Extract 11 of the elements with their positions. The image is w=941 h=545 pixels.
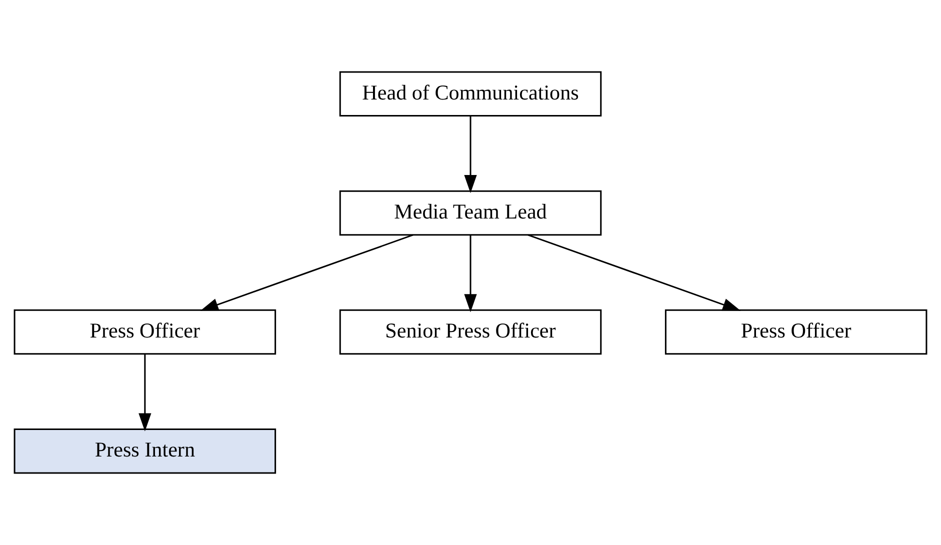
node-box: Press Intern	[14, 428, 276, 474]
node-box: Media Team Lead	[339, 190, 602, 236]
arrow	[464, 235, 477, 312]
arrow	[464, 116, 477, 194]
node-box: Press Officer	[664, 309, 928, 355]
arrow	[528, 234, 741, 311]
node-box: Press Officer	[14, 309, 276, 355]
node-box: Senior Press Officer	[339, 309, 602, 355]
node-box: Head of Communications	[339, 71, 602, 116]
arrow	[200, 234, 414, 311]
arrow	[138, 354, 152, 432]
